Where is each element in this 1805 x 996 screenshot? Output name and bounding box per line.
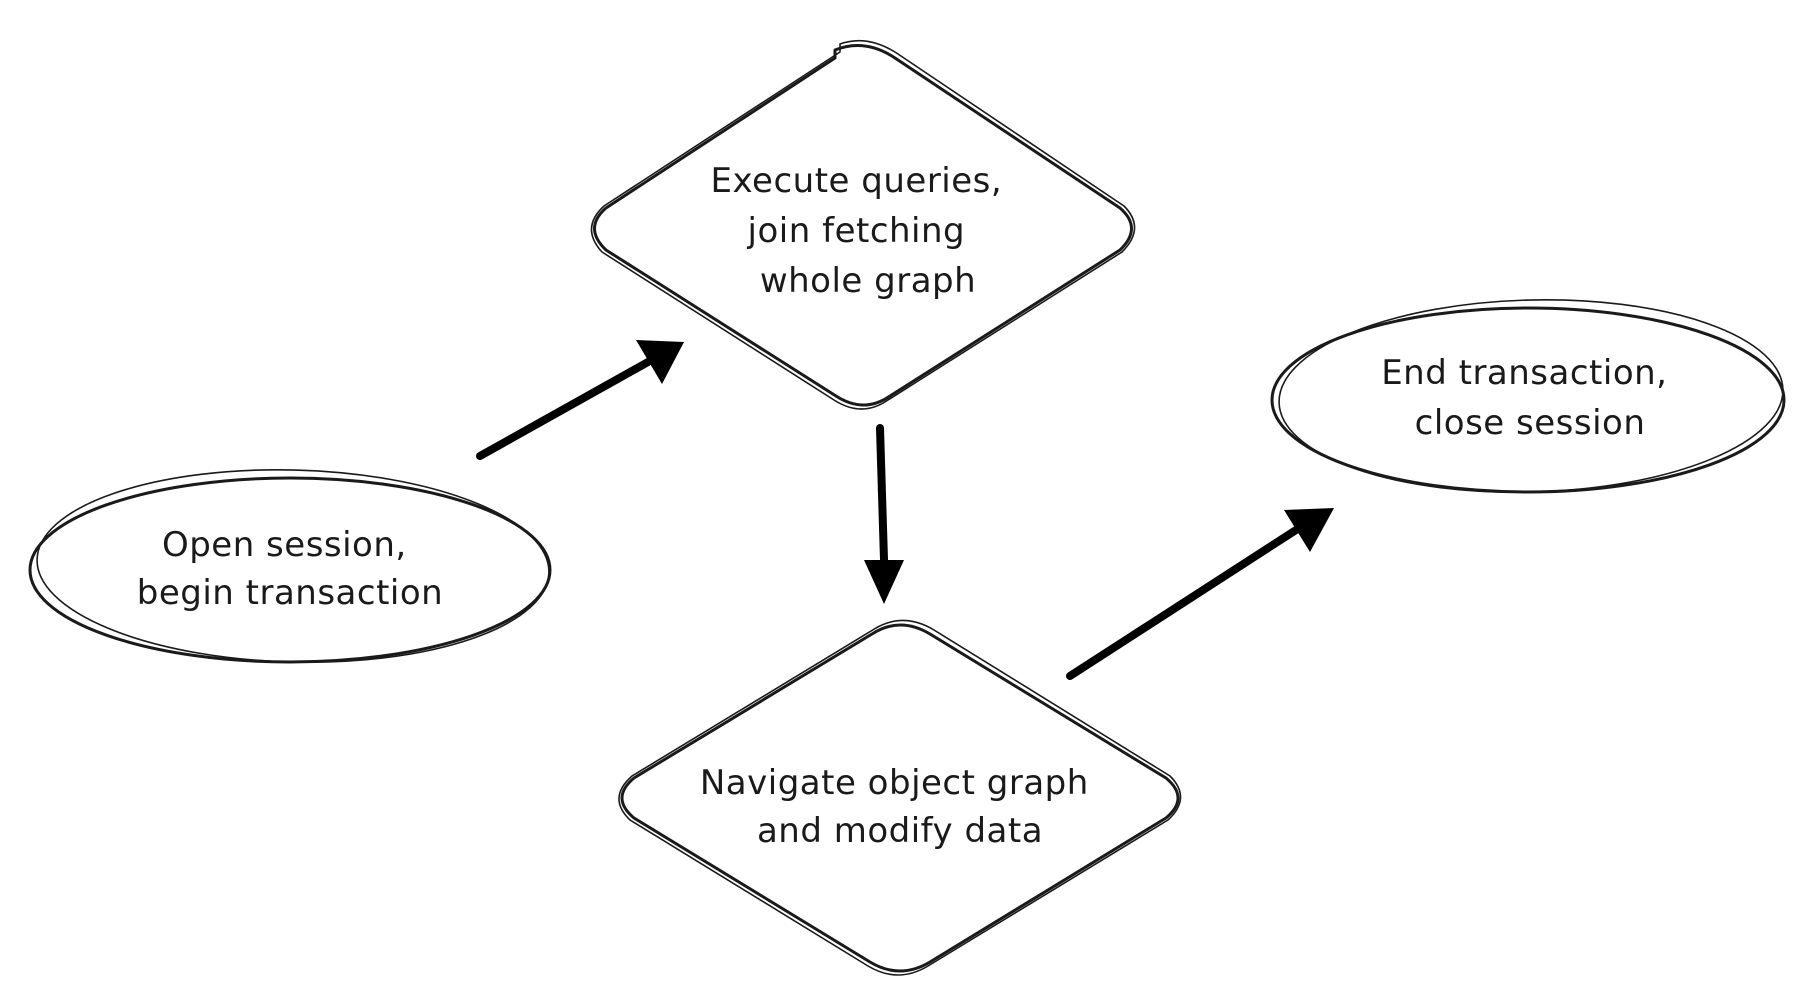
arrow-open-to-execute [476,340,684,460]
node-navigate-graph: Navigate object graph and modify data [618,619,1182,976]
navigate-line-2: and modify data [757,811,1043,851]
node-end-transaction: End transaction, close session [1270,299,1786,494]
arrow-navigate-to-end [1066,508,1334,680]
open-session-line-2: begin transaction [137,573,443,613]
svg-text:Execute queries, join fe: Execute queries, join fetching whole gra… [711,161,1014,301]
end-transaction-line-2: close session [1415,403,1646,443]
execute-line-3: whole graph [760,261,976,301]
node-open-session: Open session, begin transaction [28,468,552,664]
svg-text:Open session, begin tran: Open session, begin transaction [137,525,443,613]
end-transaction-line-1: End transaction, [1381,353,1667,393]
open-session-line-1: Open session, [162,525,407,565]
arrow-execute-to-navigate [864,424,904,604]
node-execute-queries: Execute queries, join fetching whole gra… [590,39,1136,410]
svg-text:End transaction, close s: End transaction, close session [1381,353,1679,443]
execute-line-1: Execute queries, [711,161,1003,201]
svg-text:Navigate object graph an: Navigate object graph and modify data [700,763,1100,851]
execute-line-2: join fetching [747,211,966,251]
navigate-line-1: Navigate object graph [700,763,1089,803]
